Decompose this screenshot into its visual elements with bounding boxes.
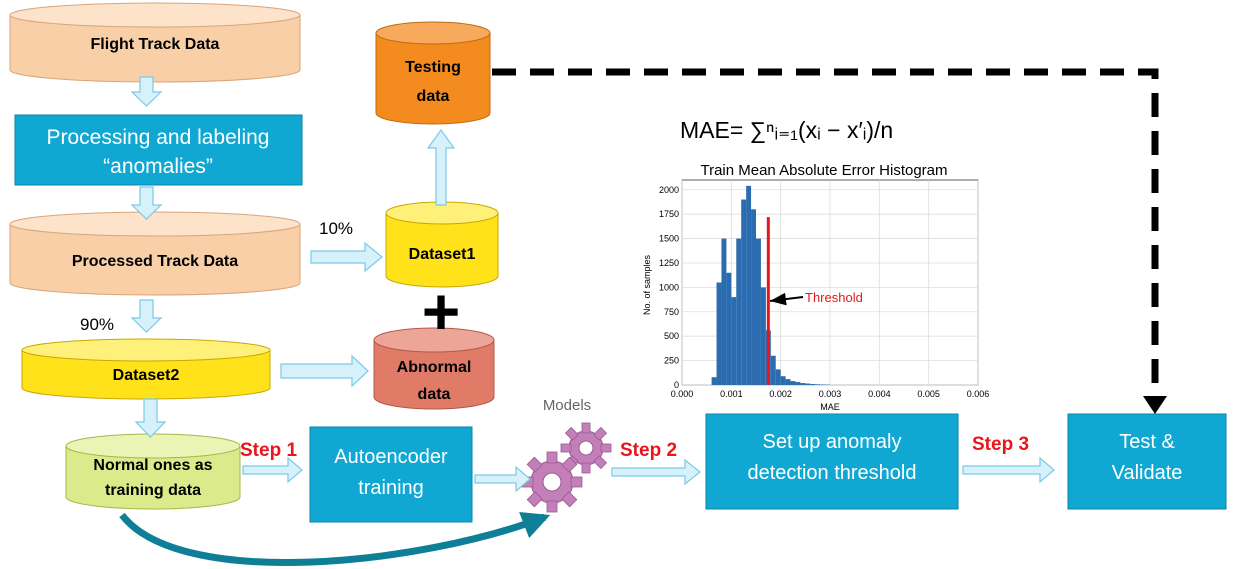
histogram-bar bbox=[746, 185, 752, 385]
split-10-label: 10% bbox=[319, 219, 353, 238]
curved-arrow bbox=[119, 511, 551, 567]
histogram-bar bbox=[770, 355, 776, 385]
arrow-right-1 bbox=[310, 241, 383, 273]
normal-training-label-line1: Normal ones as bbox=[93, 457, 212, 474]
arrow-down-2 bbox=[130, 186, 163, 220]
histogram-bar bbox=[810, 384, 816, 385]
processing-label-line1: Processing and labeling bbox=[47, 126, 270, 149]
gear-icon bbox=[521, 451, 583, 513]
processed-track-cylinder: Processed Track Data bbox=[9, 211, 301, 296]
dataset1-label: Dataset1 bbox=[409, 246, 476, 263]
autoencoder-label-line1: Autoencoder bbox=[334, 446, 448, 468]
models-gears: Models bbox=[521, 397, 612, 513]
y-tick-label: 750 bbox=[664, 307, 679, 317]
histogram-bar bbox=[780, 376, 786, 385]
normal-training-label-line2: training data bbox=[105, 482, 201, 499]
x-tick-label: 0.000 bbox=[671, 389, 694, 399]
histogram-bar bbox=[751, 209, 756, 385]
threshold-label-line2: detection threshold bbox=[747, 462, 916, 484]
arrow-up-testing bbox=[426, 128, 456, 206]
step3-label: Step 3 bbox=[972, 434, 1029, 455]
dashed-arrow-head bbox=[1143, 396, 1167, 414]
y-tick-label: 1250 bbox=[659, 258, 679, 268]
histogram-bar bbox=[775, 369, 781, 385]
threshold-pointer bbox=[769, 292, 804, 306]
histogram-bar bbox=[805, 383, 811, 385]
processing-box: Processing and labeling “anomalies” bbox=[14, 114, 303, 186]
testing-label-line2: data bbox=[417, 88, 450, 105]
arrow-down-1 bbox=[130, 76, 163, 107]
arrow-right-6 bbox=[962, 456, 1055, 484]
test-label-line2: Validate bbox=[1112, 462, 1183, 484]
chart-title: Train Mean Absolute Error Histogram bbox=[700, 162, 947, 179]
testing-data-cylinder: Testing data bbox=[375, 21, 491, 125]
models-label: Models bbox=[543, 397, 591, 414]
x-tick-label: 0.003 bbox=[819, 389, 842, 399]
test-validate-box: Test & Validate bbox=[1067, 413, 1227, 510]
flight-track-cylinder: Flight Track Data bbox=[9, 2, 301, 83]
arrow-down-3 bbox=[130, 299, 163, 333]
dataset2-label: Dataset2 bbox=[113, 367, 180, 384]
x-tick-label: 0.002 bbox=[769, 389, 792, 399]
histogram-bar bbox=[756, 238, 761, 385]
histogram-bar bbox=[790, 381, 796, 385]
arrow-right-5 bbox=[611, 458, 701, 486]
y-tick-label: 500 bbox=[664, 331, 679, 341]
step1-label: Step 1 bbox=[240, 440, 297, 461]
arrow-right-3 bbox=[242, 456, 303, 484]
histogram-bar bbox=[800, 383, 806, 385]
y-tick-label: 250 bbox=[664, 356, 679, 366]
x-tick-label: 0.005 bbox=[917, 389, 940, 399]
step2-label: Step 2 bbox=[620, 440, 677, 461]
y-tick-label: 1000 bbox=[659, 282, 679, 292]
mae-histogram: 0 250 500 750 1000 1250 1500 1750 2000 0.000 0.001… bbox=[642, 162, 989, 412]
dataset2-cylinder: Dataset2 bbox=[21, 338, 271, 400]
threshold-box: Set up anomaly detection threshold bbox=[705, 413, 959, 510]
x-tick-label: 0.004 bbox=[868, 389, 891, 399]
x-tick-label: 0.001 bbox=[720, 389, 743, 399]
histogram-bar bbox=[795, 382, 801, 385]
arrow-right-2 bbox=[280, 354, 369, 388]
y-tick-label: 1500 bbox=[659, 234, 679, 244]
histogram-bar bbox=[760, 287, 766, 385]
testing-label-line1: Testing bbox=[405, 59, 461, 76]
histogram-bar bbox=[726, 272, 732, 385]
threshold-label-line1: Set up anomaly bbox=[763, 431, 902, 453]
histogram-bar bbox=[815, 384, 821, 385]
histogram-bar bbox=[741, 199, 747, 385]
histogram-bar bbox=[716, 282, 722, 385]
x-tick-label: 0.006 bbox=[967, 389, 990, 399]
histogram-bar bbox=[785, 379, 791, 385]
histogram-bar bbox=[721, 238, 727, 385]
histogram-bar bbox=[731, 297, 737, 385]
flow-arrows bbox=[130, 76, 1055, 493]
arrow-down-4 bbox=[134, 398, 167, 438]
abnormal-label-line1: Abnormal bbox=[397, 359, 472, 376]
normal-training-cylinder: Normal ones as training data bbox=[65, 433, 241, 510]
threshold-annotation: Threshold bbox=[805, 290, 863, 305]
y-tick-label: 2000 bbox=[659, 185, 679, 195]
mae-formula: MAE= ∑ⁿᵢ₌₁(xᵢ − x′ᵢ)/n bbox=[680, 117, 893, 143]
test-label-line1: Test & bbox=[1119, 431, 1175, 453]
y-tick-label: 1750 bbox=[659, 209, 679, 219]
processed-track-label: Processed Track Data bbox=[72, 253, 238, 270]
split-90-label: 90% bbox=[80, 315, 114, 334]
chart-ylabel: No. of samples bbox=[642, 254, 652, 315]
arrow-right-4 bbox=[474, 465, 531, 493]
autoencoder-label-line2: training bbox=[358, 477, 424, 499]
plus-sign: + bbox=[422, 274, 461, 348]
flight-track-label: Flight Track Data bbox=[91, 36, 220, 53]
y-tick-label: 0 bbox=[674, 380, 679, 390]
dashed-arrow bbox=[492, 68, 1159, 398]
abnormal-data-cylinder: Abnormal data bbox=[373, 327, 495, 410]
autoencoder-box: Autoencoder training bbox=[309, 426, 473, 523]
histogram-bar bbox=[736, 238, 742, 385]
processing-label-line2: “anomalies” bbox=[103, 155, 213, 178]
dataset1-cylinder: Dataset1 bbox=[385, 201, 499, 288]
abnormal-label-line2: data bbox=[418, 386, 451, 403]
histogram-bar bbox=[711, 377, 717, 385]
gear-icon bbox=[560, 422, 612, 474]
chart-xlabel: MAE bbox=[820, 402, 840, 412]
